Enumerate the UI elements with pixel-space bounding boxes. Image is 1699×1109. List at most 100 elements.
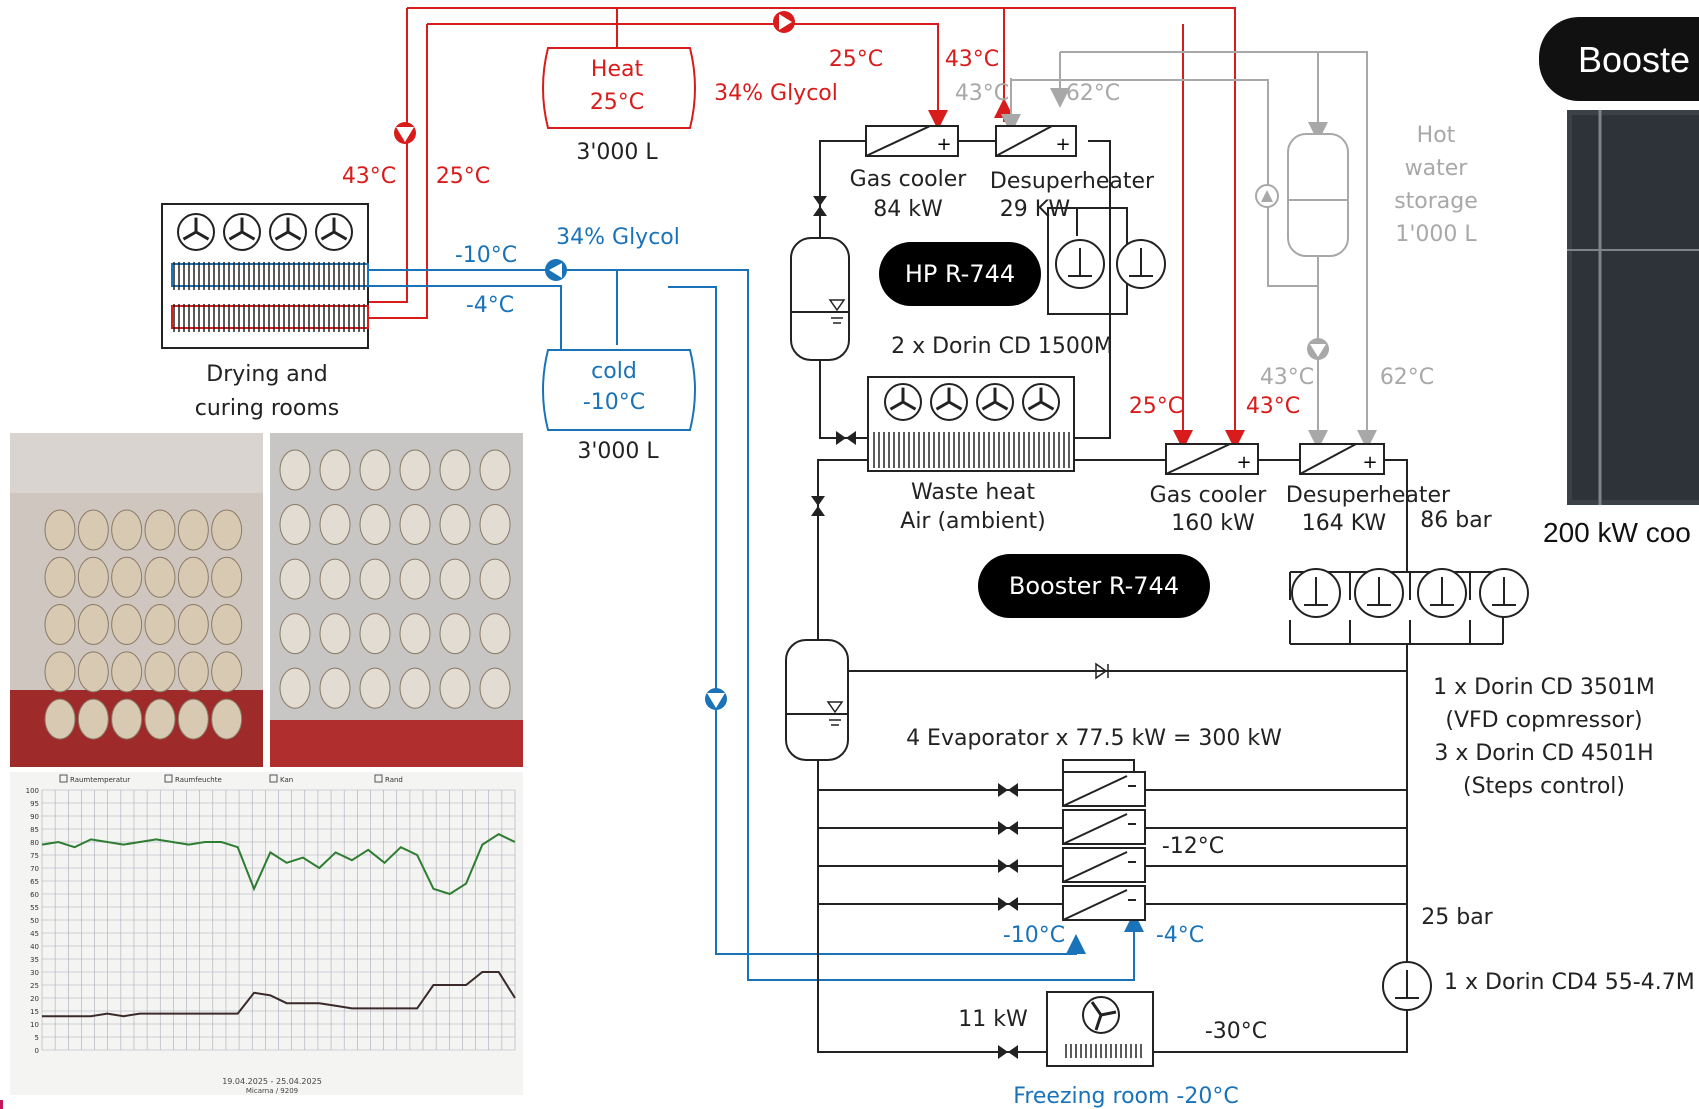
ham-shape bbox=[400, 559, 430, 599]
booster-pill-label: Booster R-744 bbox=[1009, 572, 1179, 600]
ham-shape bbox=[78, 699, 108, 739]
chart-y-tick: 95 bbox=[30, 800, 39, 808]
evaporator-valve-icon bbox=[998, 783, 1018, 797]
ham-shape bbox=[440, 614, 470, 654]
hp-compressor-icon bbox=[1056, 240, 1104, 288]
booster-gas-cooler: + bbox=[1166, 444, 1258, 474]
chart-y-tick: 100 bbox=[26, 787, 39, 795]
hp-receiver bbox=[791, 238, 849, 360]
ham-shape bbox=[45, 652, 75, 692]
chart-y-tick: 70 bbox=[30, 865, 39, 873]
hp-hw-out-temp: 62°C bbox=[1066, 81, 1120, 106]
hp-desuperheater: + bbox=[996, 126, 1076, 156]
chart-y-tick: 55 bbox=[30, 904, 39, 912]
ham-shape bbox=[45, 557, 75, 597]
hot-water-line2: water bbox=[1405, 156, 1469, 181]
chart-y-tick: 90 bbox=[30, 813, 39, 821]
fan-icon bbox=[931, 384, 967, 420]
ham-shape bbox=[320, 505, 350, 545]
chart-y-tick: 75 bbox=[30, 852, 39, 860]
hp-gas-cooler: + bbox=[866, 126, 958, 156]
chart-y-tick: 15 bbox=[30, 1008, 39, 1016]
ham-shape bbox=[400, 614, 430, 654]
ham-shape bbox=[360, 450, 390, 490]
hot-water-line4: 1'000 L bbox=[1395, 222, 1477, 247]
booster-gas-cooler-power: 160 kW bbox=[1171, 511, 1255, 536]
ham-shape bbox=[78, 510, 108, 550]
evaporator bbox=[1063, 848, 1145, 882]
heat-glycol-label: 34% Glycol bbox=[714, 81, 838, 106]
ham-shape bbox=[480, 450, 510, 490]
ham-shape bbox=[320, 559, 350, 599]
pressure-low: 25 bar bbox=[1421, 905, 1493, 930]
ham-shape bbox=[280, 668, 310, 708]
hp-gas-cooler-name: Gas cooler bbox=[850, 167, 968, 192]
booster-gc-supply-temp: 43°C bbox=[1246, 394, 1300, 419]
chart-y-tick: 5 bbox=[35, 1034, 39, 1042]
fan-icon bbox=[316, 214, 352, 250]
hp-gc-return-temp: 25°C bbox=[829, 47, 883, 72]
chart-y-tick: 85 bbox=[30, 826, 39, 834]
booster-compressor-icon bbox=[1292, 569, 1340, 617]
booster-compressor-icon bbox=[1355, 569, 1403, 617]
chart-y-tick: 20 bbox=[30, 995, 39, 1003]
heat-tank-title: Heat bbox=[591, 57, 644, 82]
right-title: Booste bbox=[1578, 39, 1690, 80]
ham-shape bbox=[440, 505, 470, 545]
cold-return-temp: -4°C bbox=[466, 293, 514, 318]
cold-tank-title: cold bbox=[591, 359, 637, 384]
chart-y-tick: 45 bbox=[30, 930, 39, 938]
ham-shape bbox=[78, 605, 108, 645]
ham-shape bbox=[212, 557, 242, 597]
chart-date-range: 19.04.2025 - 25.04.2025 bbox=[222, 1077, 322, 1086]
booster-unit-photo bbox=[1567, 110, 1699, 505]
ham-shape bbox=[178, 605, 208, 645]
waste-heat-line2: Air (ambient) bbox=[900, 509, 1045, 534]
svg-text:+: + bbox=[1362, 452, 1377, 473]
drying-label-line2: curing rooms bbox=[195, 396, 339, 421]
right-caption: 200 kW coo bbox=[1543, 517, 1691, 548]
ham-shape bbox=[280, 559, 310, 599]
fan-icon bbox=[178, 214, 214, 250]
booster-gc-return-temp: 25°C bbox=[1129, 394, 1183, 419]
waste-heat-line1: Waste heat bbox=[911, 480, 1035, 505]
chart-y-tick: 25 bbox=[30, 982, 39, 990]
curing-room-photo-left bbox=[10, 433, 263, 767]
chart-y-tick: 65 bbox=[30, 878, 39, 886]
ham-shape bbox=[112, 557, 142, 597]
heat-tank-temp: 25°C bbox=[590, 90, 644, 115]
ham-shape bbox=[145, 557, 175, 597]
ham-shape bbox=[145, 605, 175, 645]
hp-hw-in-temp: 43°C bbox=[955, 81, 1009, 106]
chart-y-tick: 0 bbox=[35, 1047, 39, 1055]
ham-shape bbox=[212, 605, 242, 645]
ham-shape bbox=[360, 559, 390, 599]
drying-label-line1: Drying and bbox=[206, 362, 327, 387]
evaporator-valve-icon bbox=[998, 821, 1018, 835]
ham-shape bbox=[178, 652, 208, 692]
evaporator-valves bbox=[998, 783, 1018, 911]
hp-compressor-icon bbox=[1117, 240, 1165, 288]
hot-water-line1: Hot bbox=[1417, 123, 1456, 148]
chart-y-tick: 80 bbox=[30, 839, 39, 847]
booster-receiver bbox=[786, 640, 848, 760]
ham-shape bbox=[212, 652, 242, 692]
hp-valve-icon bbox=[813, 196, 827, 216]
booster-hw-out-temp: 62°C bbox=[1380, 365, 1434, 390]
chart-legend-item: Rand bbox=[385, 776, 403, 784]
ham-shape bbox=[78, 652, 108, 692]
chart-legend-item: Raumtemperatur bbox=[70, 776, 130, 784]
ham-shape bbox=[480, 559, 510, 599]
lt-compressor-icon bbox=[1383, 962, 1431, 1010]
cold-supply-temp: -10°C bbox=[455, 243, 517, 268]
heat-tank-volume: 3'000 L bbox=[576, 140, 658, 165]
chart-legend-item: Raumfeuchte bbox=[175, 776, 222, 784]
fan-icon bbox=[1023, 384, 1059, 420]
ham-shape bbox=[480, 614, 510, 654]
evap-temp: -12°C bbox=[1162, 834, 1224, 859]
ham-shape bbox=[480, 505, 510, 545]
ham-shape bbox=[480, 668, 510, 708]
evaporator bbox=[1063, 886, 1145, 920]
booster-desuperheater: + bbox=[1300, 444, 1384, 474]
